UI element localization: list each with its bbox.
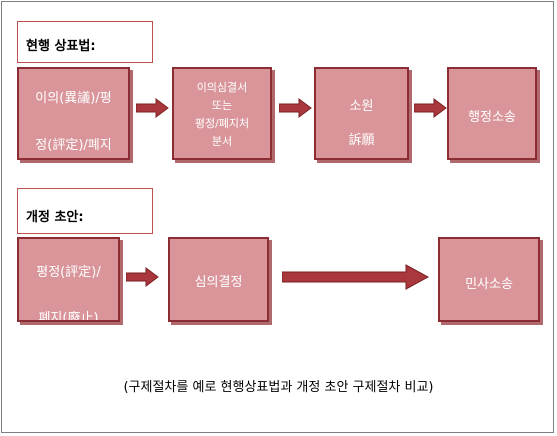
draft-title: 개정 초안: [26, 210, 84, 225]
step-civil-litigation: 민사소송 [438, 237, 540, 322]
arrow-3 [414, 98, 447, 118]
step-decision-document-line3: 평정/폐지처 [194, 117, 250, 130]
caption: (구제절차를 예로 현행상표법과 개정 초안 구제절차 비교) [123, 380, 434, 395]
arrow-4 [126, 267, 159, 287]
arrow-1 [136, 98, 169, 118]
step-administrative-litigation: 행정소송 [447, 67, 537, 160]
step-decision-document-line2: 또는 [211, 99, 233, 112]
step-review-cancellation-line1: 평정(評定)/ [36, 265, 101, 280]
current-law-title: 현행 상표법: [26, 39, 96, 54]
step-administrative-litigation-line1: 행정소송 [468, 110, 516, 125]
step-review-cancellation-line2: 폐지(廢止) [38, 311, 99, 322]
step-objection-review: 이의(異議)/평 정(評定)/폐지 [17, 67, 130, 160]
step-decision-document-line1: 이의심결서 [196, 81, 248, 94]
step-decision-document: 이의심결서 또는 평정/폐지처 분서 [172, 67, 272, 160]
step-petition: 소원 訴願 [314, 67, 409, 160]
step-trial-decision: 심의결정 [168, 237, 269, 322]
arrow-2 [279, 98, 312, 118]
step-review-cancellation: 평정(評定)/ 폐지(廢止) [17, 237, 120, 322]
step-trial-decision-line1: 심의결정 [194, 275, 243, 290]
current-law-title-box: 현행 상표법: [17, 21, 153, 63]
step-objection-review-line1: 이의(異議)/평 [35, 91, 112, 106]
step-petition-line2: 訴願 [348, 133, 375, 148]
step-civil-litigation-line1: 민사소송 [465, 277, 513, 292]
arrow-5 [282, 264, 430, 290]
step-petition-line1: 소원 [349, 99, 374, 114]
step-objection-review-line2: 정(評定)/폐지 [35, 138, 112, 153]
step-decision-document-line4: 분서 [211, 135, 233, 148]
draft-title-box: 개정 초안: [17, 188, 153, 234]
